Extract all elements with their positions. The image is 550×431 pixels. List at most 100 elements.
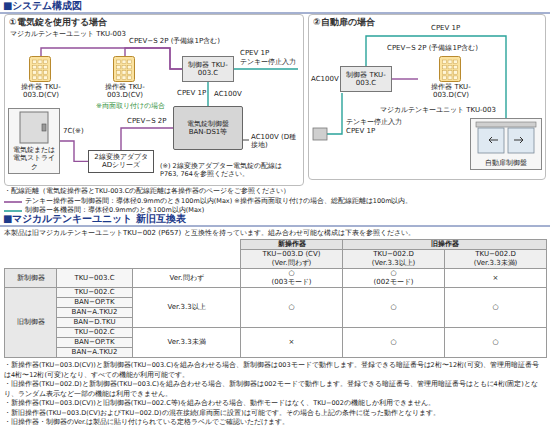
drawing-stroke [44, 60, 48, 64]
table-cell: BAN−OP.TK [57, 298, 133, 308]
table-cell: ○ [445, 328, 547, 358]
cable-connector [392, 78, 418, 79]
keypad-unit: 操作器 TKU-003.D(CV) [92, 56, 158, 100]
table-cell: TKU−002.D(Ver.3.3未満) [445, 250, 547, 269]
controller-box: 制御器 TKU-003.C [182, 56, 234, 82]
panel-box: ②自動扉の場合制御器 TKU-003.C操作器 TKU-003.D(CV)自動扉… [308, 14, 546, 180]
table-text: ○ [345, 269, 442, 278]
description-text: 本製品は旧マジカルテンキーユニットTKU−002 (P657) と互換性を持って… [4, 229, 415, 237]
table-text: TKU−002.C [59, 288, 130, 297]
drawing-stroke [454, 60, 458, 64]
compat-table: 新操作器旧操作器 TKU−003.D (CV)(Ver.問わず)TKU−002.… [4, 239, 547, 358]
table-text: 新操作器 [243, 240, 340, 249]
cable-label: CPEV 1P [346, 127, 375, 135]
table-cell: ○ [343, 288, 445, 328]
drawing-stroke [117, 76, 121, 80]
drawing-stroke [42, 124, 46, 131]
section-title: ■システム構成図 [3, 0, 82, 12]
drawing-stroke [454, 71, 458, 75]
table-cell: 旧制御器 [5, 288, 57, 358]
node-text: 操作器 TKU-003.D(CV) [92, 83, 158, 100]
table-text: ○ [345, 338, 442, 347]
table-cell: × [445, 269, 547, 288]
footnote: (※) 2線変換アダプター電気錠の配線はP763, 764を参照ください。 [160, 163, 300, 179]
signal-label: テンキー停止入力 [240, 58, 296, 66]
table-text: Ver.3.3以上 [135, 303, 238, 312]
node-text: 操作器 TKU-003.D(CV) [418, 83, 484, 100]
drawing-stroke [117, 65, 121, 69]
signal-label: テンキー停止入力 [346, 118, 402, 126]
drawing-stroke [44, 76, 48, 80]
table-text: × [243, 338, 340, 347]
notes: ・新操作器(TKU−003.D(CV))と新制御器(TKU−003.C)を組み合… [4, 361, 546, 428]
legend: テンキー操作器ー制御器間：導体径0.9mmのとき100m以内(Max) ※操作器… [4, 197, 413, 215]
section-title: ■マジカルテンキーユニット 新旧互換表 [3, 213, 186, 225]
drawing-stroke [448, 76, 452, 80]
table-cell: ○(002モード) [343, 269, 445, 288]
heading-rule [0, 226, 550, 227]
table-row: BAN−A.TKU2 [5, 348, 547, 358]
drawing-stroke [33, 71, 37, 75]
note-text: ・新旧操作器(TKU−003.D(CV)およびTKU−002.D)の混在接続(扉… [4, 409, 546, 419]
table-text: (003モード) [243, 278, 340, 287]
drawing-stroke [33, 60, 37, 64]
table-text: Ver.3.3未満 [135, 338, 238, 347]
drawing-stroke [38, 60, 42, 64]
table-row: 新制御器TKU−003.CVer.問わず○(003モード)○(002モード)× [5, 269, 547, 288]
keypad-unit: 操作器 TKU-003.D(CV) [418, 56, 484, 100]
table-text: TKU−002.C [59, 328, 130, 337]
signal-wire [327, 93, 342, 134]
table-text: ○ [243, 303, 340, 312]
drawing-stroke [454, 65, 458, 69]
node-text: 自動扉制御盤 [473, 159, 539, 167]
drawing-stroke [122, 76, 126, 80]
table-text: ○ [243, 269, 340, 278]
table-text: BAN−OP.TK [59, 338, 130, 347]
table-cell: TKU−002.C [57, 288, 133, 298]
table-row: TKU−002.CVer.3.3未満×○○ [5, 328, 547, 338]
table-cell: 旧操作器 [343, 240, 547, 250]
table-row: BAN−OP.TK [5, 338, 547, 348]
legend-text: テンキー操作器ー制御器間：導体径0.9mmのとき100m以内(Max) ※操作器… [25, 197, 413, 206]
power-label: AC100V (D種接地) [251, 133, 299, 150]
table-cell: TKU−002.C [57, 328, 133, 338]
drawing-stroke [448, 60, 452, 64]
input-device [313, 128, 327, 140]
node-text: ②自動扉の場合 [313, 17, 541, 28]
table-text: 旧制御器 [7, 318, 54, 327]
drawing-stroke [454, 76, 458, 80]
legend-row: テンキー操作器ー制御器間：導体径0.9mmのとき100m以内(Max) ※操作器… [4, 197, 413, 206]
table-text: × [447, 274, 544, 283]
table-cell: ○(003モード) [241, 269, 343, 288]
power-label: AC100V [311, 75, 339, 83]
table-cell: BAN−A.TKU2 [57, 348, 133, 358]
cable-label: CPEV−S 2P [126, 117, 168, 125]
table-block: 新操作器旧操作器 TKU−003.D (CV)(Ver.問わず)TKU−002.… [4, 239, 546, 428]
note-label: ※両面取り付けの場合 [96, 102, 165, 110]
drawing-stroke [443, 60, 447, 64]
drawing-stroke [33, 65, 37, 69]
cable-label: CPEV 1P [430, 24, 461, 32]
table-row: TKU−003.D (CV)(Ver.問わず)TKU−002.D(Ver.3.3… [5, 250, 547, 269]
node-text: 電気錠または電気ストライク [11, 146, 57, 171]
node-text: 電気錠制御盤 BAN-DS1等 [178, 120, 238, 137]
power-label: AC100V [214, 90, 242, 98]
table-text: TKU−003.C [59, 274, 130, 283]
auto-door-icon [472, 120, 540, 154]
drawing-stroke [4, 210, 22, 212]
table-cell: TKU−002.D(Ver.3.3以上) [343, 250, 445, 269]
table-text: ○ [447, 303, 544, 312]
drawing-stroke [114, 57, 135, 82]
drawing-stroke [448, 71, 452, 75]
drawing-stroke [122, 71, 126, 75]
table-cell: TKU−003.D (CV)(Ver.問わず) [241, 250, 343, 269]
cable-connector [207, 82, 208, 106]
node-text: 操作器 TKU-003.D(CV) [8, 83, 74, 100]
table-cell: BAN−D.TKU [57, 318, 133, 328]
drawing-stroke [122, 60, 126, 64]
drawing-stroke [44, 65, 48, 69]
note-text: ・新操作器(TKU−003.D(CV))と新制御器(TKU−003.C)を組み合… [4, 361, 546, 380]
table-text: (Ver.問わず) [243, 259, 340, 268]
cable-label: CPEV 1P [240, 49, 269, 57]
